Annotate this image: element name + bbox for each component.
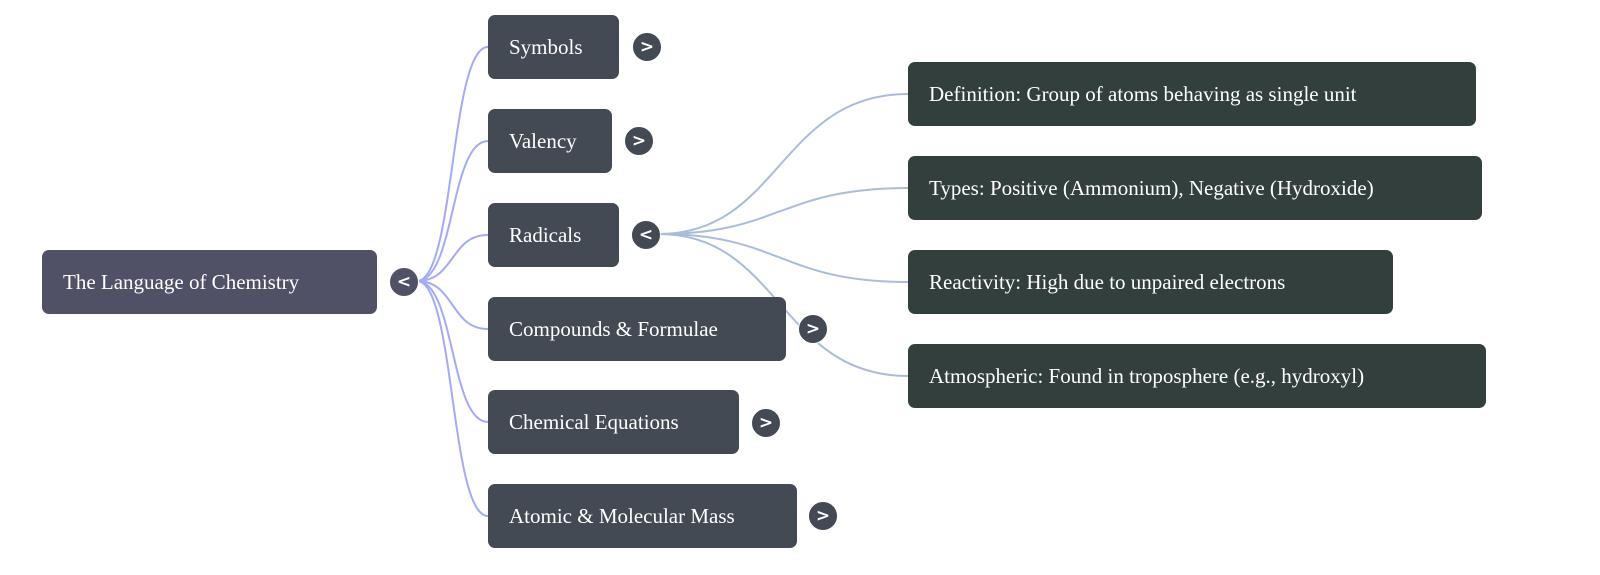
detail-label: Definition: Group of atoms behaving as s… [929,81,1357,106]
link-radicals [416,234,489,282]
link-symbols [416,46,489,282]
topic-radicals[interactable]: Radicals [488,203,619,267]
topic-compounds-formulae[interactable]: Compounds & Formulae [488,297,786,361]
collapse-radicals-toggle[interactable]: < [631,220,661,250]
topic-label: Atomic & Molecular Mass [509,503,735,528]
topic-label: Radicals [509,222,582,247]
link-valency [416,140,489,282]
topic-symbols[interactable]: Symbols [488,15,619,79]
topic-chemical-equations[interactable]: Chemical Equations [488,390,739,454]
link-reactivity [658,233,909,283]
topic-atomic-molecular-mass[interactable]: Atomic & Molecular Mass [488,484,797,548]
link-types [658,187,909,235]
link-compounds [416,280,489,330]
detail-reactivity[interactable]: Reactivity: High due to unpaired electro… [908,250,1393,314]
detail-definition[interactable]: Definition: Group of atoms behaving as s… [908,62,1476,126]
expand-symbols-toggle[interactable]: > [632,32,662,62]
detail-label: Atmospheric: Found in troposphere (e.g.,… [929,363,1365,388]
detail-atmospheric[interactable]: Atmospheric: Found in troposphere (e.g.,… [908,344,1486,408]
detail-label: Types: Positive (Ammonium), Negative (Hy… [929,175,1374,200]
topic-label: Symbols [509,34,583,59]
topic-valency[interactable]: Valency [488,109,612,173]
link-equations [416,280,489,423]
topic-label: Valency [509,128,577,153]
topic-label: Chemical Equations [509,409,679,434]
expand-compounds-toggle[interactable]: > [798,314,828,344]
link-definition [658,93,909,235]
root-node[interactable]: The Language of Chemistry [42,250,377,314]
link-mass [416,280,489,517]
expand-equations-toggle[interactable]: > [751,408,781,438]
detail-types[interactable]: Types: Positive (Ammonium), Negative (Hy… [908,156,1482,220]
expand-mass-toggle[interactable]: > [808,501,838,531]
detail-label: Reactivity: High due to unpaired electro… [929,269,1286,294]
expand-valency-toggle[interactable]: > [624,126,654,156]
root-collapse-toggle[interactable]: < [389,267,419,297]
root-label: The Language of Chemistry [63,269,300,294]
topic-label: Compounds & Formulae [509,316,718,341]
